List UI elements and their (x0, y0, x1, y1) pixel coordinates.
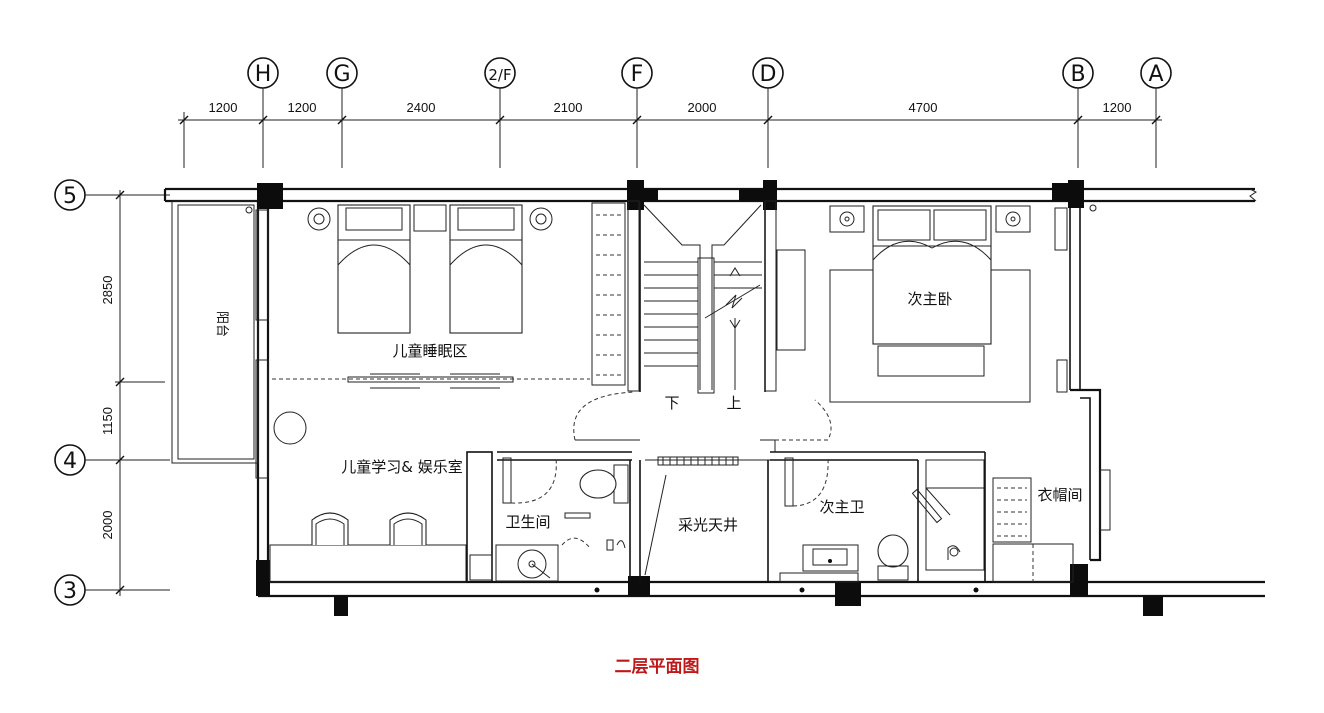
nightstand-master-right (995, 205, 1031, 233)
axis-bubble-2f: 2/F (484, 57, 516, 89)
axis-label-g: G (333, 62, 350, 87)
skylight-well: 采光天井 (639, 456, 770, 582)
axis-label-a: A (1148, 62, 1163, 87)
nightstand-lamp-right (529, 207, 553, 231)
single-bed-left (337, 204, 411, 334)
toilet-master-bath (877, 534, 909, 581)
axis-label-d: D (760, 62, 777, 87)
axis-leaders-left (85, 194, 170, 591)
single-bed-right (449, 204, 523, 334)
axis-bubble-f: F (621, 57, 653, 89)
axis-bubble-b: B (1062, 57, 1094, 89)
study-chair-left (311, 512, 349, 545)
axis-label-5: 5 (63, 184, 77, 209)
drawing-title: 二层平面图 (615, 657, 700, 677)
dim-top-3: 2400 (407, 100, 436, 115)
dim-top-7: 1200 (1103, 100, 1132, 115)
axis-bubble-3: 3 (54, 574, 86, 606)
shower-master-bath (911, 459, 985, 571)
dim-top-1: 1200 (209, 100, 238, 115)
kids-bathroom: 卫生间 (466, 451, 632, 593)
axis-leaders-top (183, 88, 1157, 168)
walk-in-closet: 衣帽间 (984, 452, 1111, 583)
room-label-skylight: 采光天井 (678, 516, 738, 534)
dim-left-3: 2000 (100, 511, 115, 540)
dim-top-2: 1200 (288, 100, 317, 115)
axis-label-b: B (1070, 62, 1085, 87)
axis-bubble-5: 5 (54, 179, 86, 211)
room-label-second-master-bath: 次主卫 (819, 498, 864, 516)
basin-kids-bath (495, 544, 559, 582)
dim-top-4: 2100 (554, 100, 583, 115)
dimension-line-top: 1200 1200 2400 2100 2000 4700 1200 (178, 100, 1162, 125)
room-label-closet: 衣帽间 (1037, 486, 1082, 504)
staircase: 下 上 (627, 200, 777, 412)
room-label-kids-study: 儿童学习& 娱乐室 (341, 458, 462, 476)
kids-sleep-area: 儿童睡眠区 (272, 202, 626, 389)
nightstand-lamp-left (307, 207, 331, 231)
balcony: 阳台 (171, 200, 269, 479)
kids-study-area: 儿童学习& 娱乐室 (269, 391, 640, 583)
axis-label-2f: 2/F (488, 66, 511, 84)
stair-label-down: 下 (664, 394, 679, 412)
dim-top-6: 4700 (909, 100, 938, 115)
toilet-kids-bath (579, 464, 629, 504)
axis-label-h: H (255, 62, 272, 87)
axis-bubble-h: H (247, 57, 279, 89)
second-master-bedroom: 次主卧 (245, 204, 1097, 403)
axis-label-3: 3 (63, 579, 77, 604)
room-label-bathroom: 卫生间 (505, 513, 550, 531)
dim-left-2: 1150 (100, 407, 115, 435)
stair-label-up: 上 (726, 394, 741, 412)
study-chair-right (389, 512, 427, 545)
axis-bubble-a: A (1140, 57, 1172, 89)
second-master-bath: 次主卫 (760, 399, 985, 593)
axis-bubble-4: 4 (54, 444, 86, 476)
basin-master-bath (802, 544, 859, 572)
room-label-kids-sleep: 儿童睡眠区 (392, 342, 467, 360)
dim-top-5: 2000 (688, 100, 717, 115)
axis-label-f: F (631, 62, 644, 87)
room-label-second-master-bed: 次主卧 (907, 290, 952, 308)
axis-bubble-d: D (752, 57, 784, 89)
axis-label-4: 4 (63, 449, 77, 474)
dim-left-1: 2850 (100, 276, 115, 305)
double-bed-master (872, 205, 992, 345)
dimension-line-left: 2850 1150 2000 (100, 190, 125, 596)
axis-bubble-g: G (326, 57, 358, 89)
room-label-balcony: 阳台 (214, 311, 229, 337)
nightstand-master-left (829, 205, 865, 233)
